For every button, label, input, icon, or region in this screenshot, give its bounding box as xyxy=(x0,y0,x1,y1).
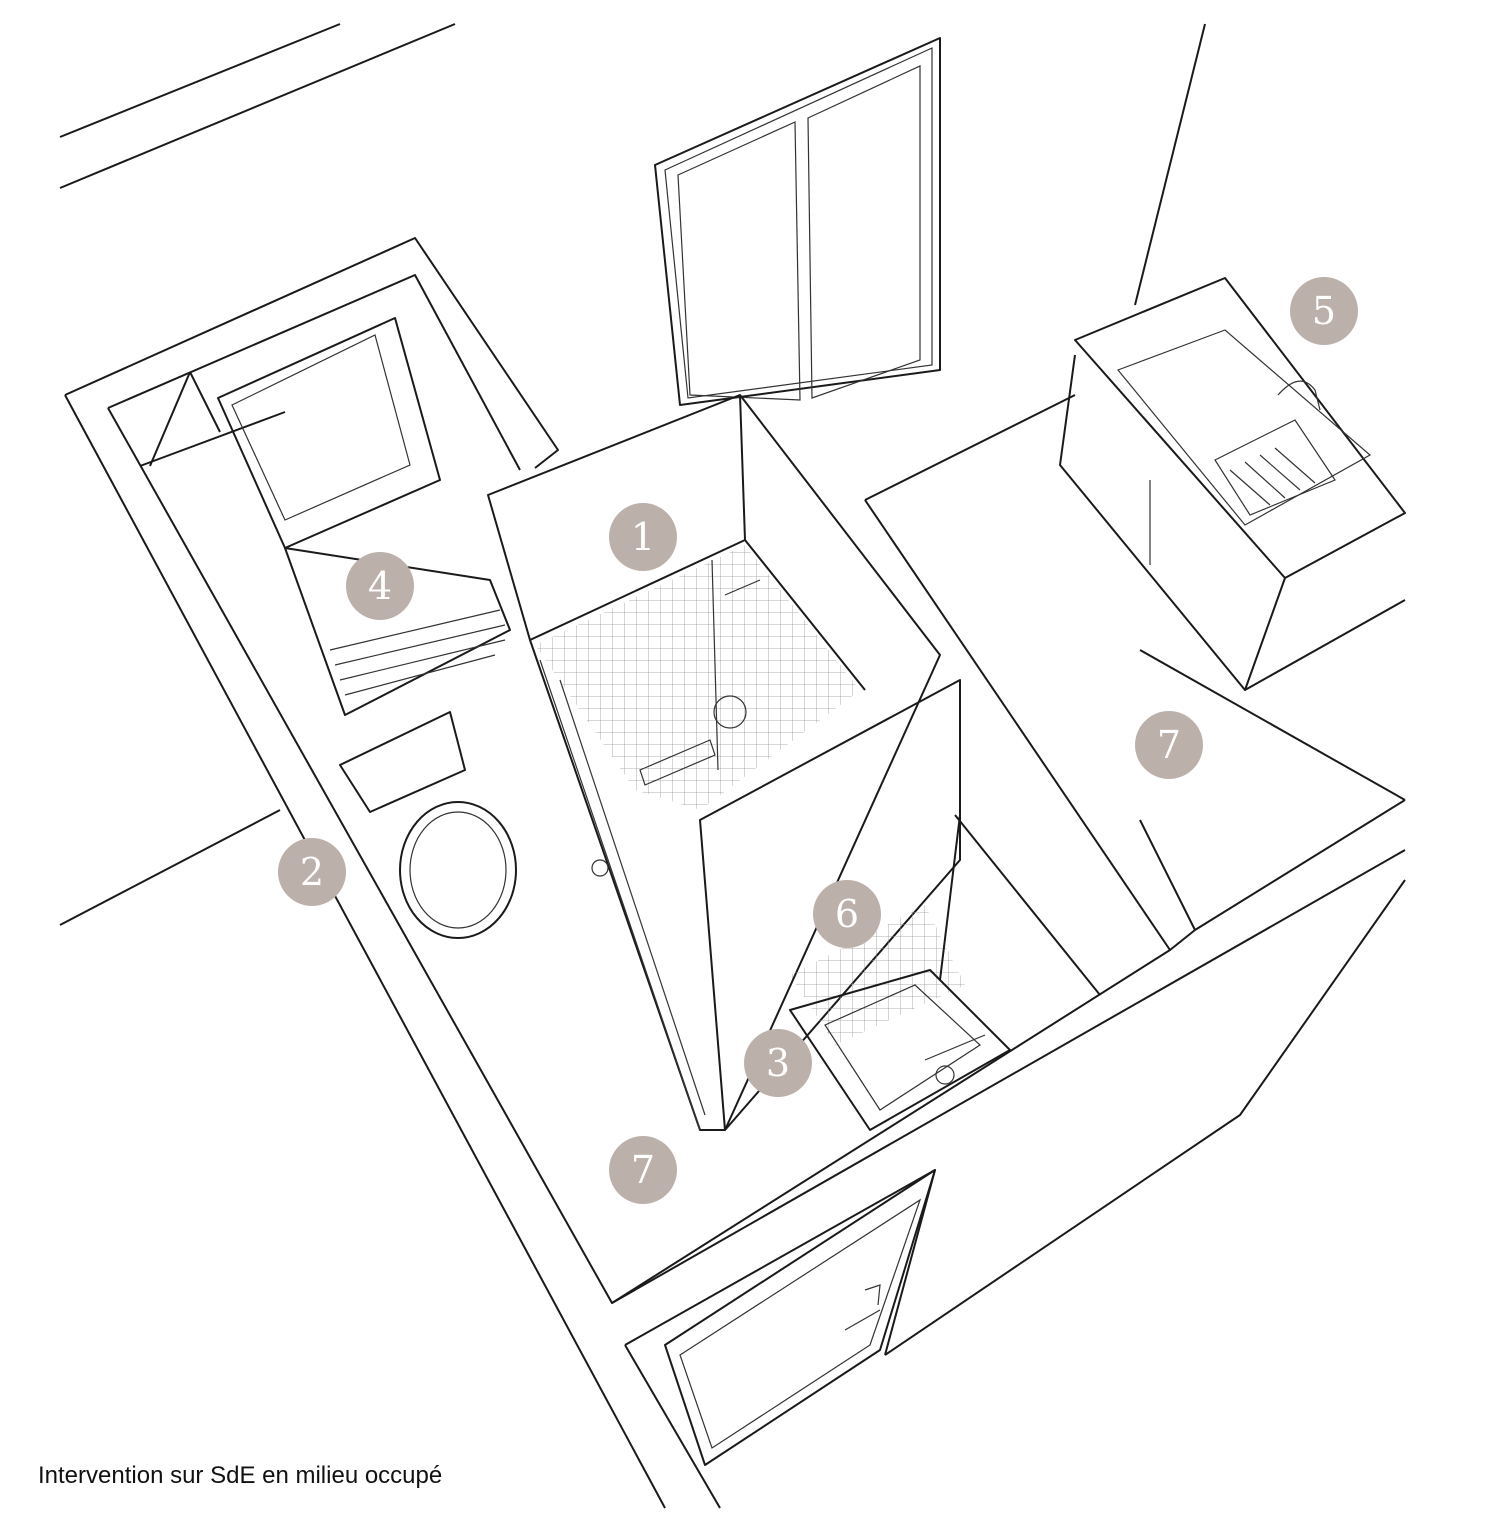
floor-line xyxy=(59,809,281,926)
bathroom-window xyxy=(217,317,441,549)
bathroom-walls xyxy=(64,237,1171,1509)
wood-grain xyxy=(329,609,506,696)
wall-corner xyxy=(1134,23,1206,306)
wood-shelf xyxy=(284,547,511,716)
kitchen-unit xyxy=(1059,277,1406,691)
marker-5: 5 xyxy=(1290,277,1358,345)
marker-1: 1 xyxy=(609,503,677,571)
niche xyxy=(139,371,286,467)
lower-walls xyxy=(611,849,1406,1509)
marker-2: 2 xyxy=(278,838,346,906)
entry-door xyxy=(664,1169,936,1466)
french-door xyxy=(654,37,941,406)
corridor-walls xyxy=(864,394,1406,951)
marker-4: 4 xyxy=(346,552,414,620)
toilet xyxy=(339,711,517,939)
marker-3: 3 xyxy=(744,1029,812,1097)
back-wall-lines xyxy=(59,23,456,189)
marker-6: 6 xyxy=(813,880,881,948)
marker-7-kitchen: 7 xyxy=(1135,711,1203,779)
washbasin xyxy=(789,814,1101,1131)
marker-7-bathroom: 7 xyxy=(609,1136,677,1204)
shower-cabin xyxy=(487,394,961,1131)
caption: Intervention sur SdE en milieu occupé xyxy=(38,1462,443,1489)
